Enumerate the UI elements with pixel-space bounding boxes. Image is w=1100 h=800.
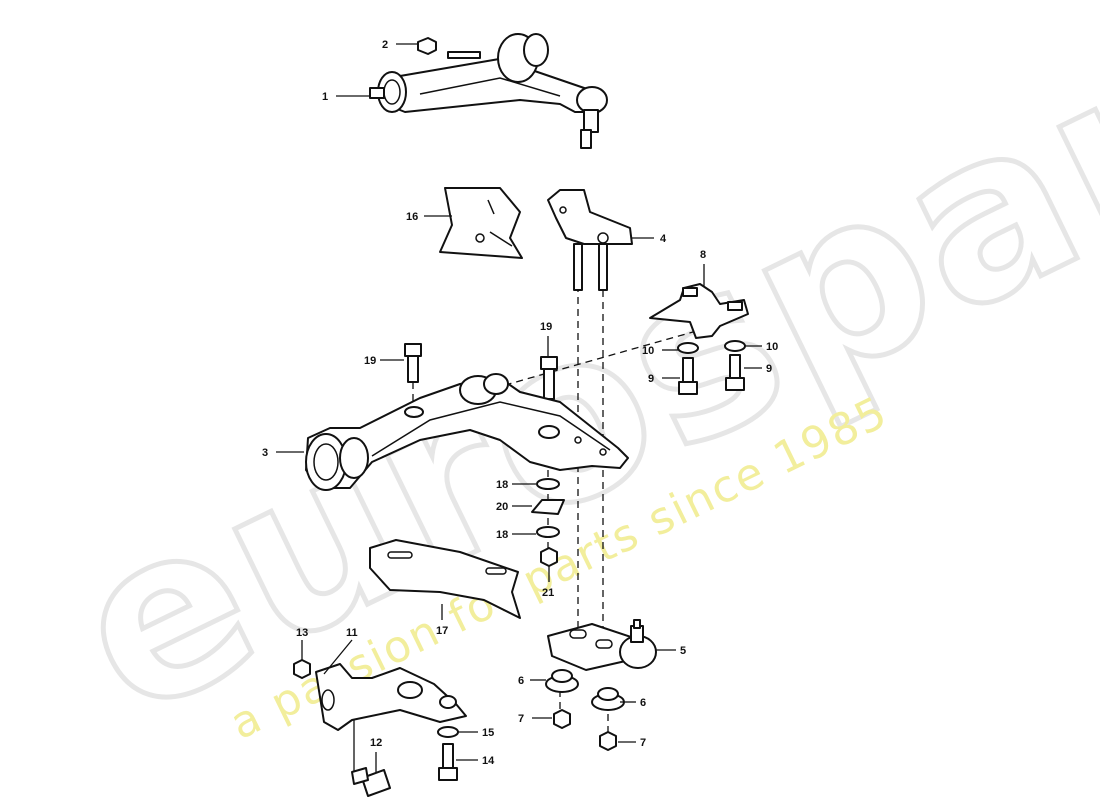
callout-17: 17 [436, 625, 448, 637]
bolt-14 [438, 743, 458, 781]
guard-17 [369, 539, 521, 619]
callout-18a: 18 [496, 479, 508, 491]
callout-13: 13 [296, 627, 308, 639]
callouts: 1 2 3 4 5 6 6 7 7 8 9 9 10 10 11 12 13 1… [262, 39, 778, 767]
bracket-4 [547, 189, 633, 291]
callout-10b: 10 [766, 341, 778, 353]
callout-9a: 9 [648, 373, 654, 385]
bolt-9-b [725, 354, 745, 391]
bolt-9-a [678, 357, 698, 395]
callout-21: 21 [542, 587, 554, 599]
bolt-12 [351, 767, 391, 797]
ball-joint-5 [547, 619, 657, 671]
callout-7a: 7 [518, 713, 524, 725]
plate-16 [439, 187, 523, 259]
washer-10-b [724, 340, 746, 352]
bracket-11 [315, 663, 467, 731]
washer-18-a [536, 478, 560, 490]
clamp-8 [649, 283, 749, 339]
leader-lines [276, 43, 762, 772]
callout-16: 16 [406, 211, 418, 223]
callout-8: 8 [700, 249, 706, 261]
callout-2: 2 [382, 39, 388, 51]
callout-12: 12 [370, 737, 382, 749]
nut-21 [540, 547, 558, 567]
lower-wishbone [305, 373, 629, 491]
callout-5: 5 [680, 645, 686, 657]
callout-15: 15 [482, 727, 494, 739]
callout-9b: 9 [766, 363, 772, 375]
plate-20 [531, 499, 565, 515]
nut-7-a [553, 709, 571, 729]
callout-4: 4 [660, 233, 667, 245]
callout-10a: 10 [642, 345, 654, 357]
callout-14: 14 [482, 755, 495, 767]
callout-7b: 7 [640, 737, 646, 749]
nut-13 [293, 659, 311, 679]
nut-7-b [599, 731, 617, 751]
bushing-6-b [591, 687, 625, 711]
callout-6b: 6 [640, 697, 646, 709]
upper-wishbone [369, 33, 608, 149]
bolt-19-b [540, 356, 558, 400]
callout-6a: 6 [518, 675, 524, 687]
washer-18-b [536, 526, 560, 538]
callout-19b: 19 [540, 321, 552, 333]
callout-1: 1 [322, 91, 328, 103]
callout-19a: 19 [364, 355, 376, 367]
callout-11: 11 [346, 627, 358, 639]
bushing-6-a [545, 669, 579, 693]
nut-2 [417, 37, 437, 55]
washer-10-a [677, 342, 699, 354]
washer-15 [437, 726, 459, 738]
callout-3: 3 [262, 447, 268, 459]
bolt-19-a [404, 343, 422, 383]
callout-20: 20 [496, 501, 508, 513]
callout-18b: 18 [496, 529, 508, 541]
